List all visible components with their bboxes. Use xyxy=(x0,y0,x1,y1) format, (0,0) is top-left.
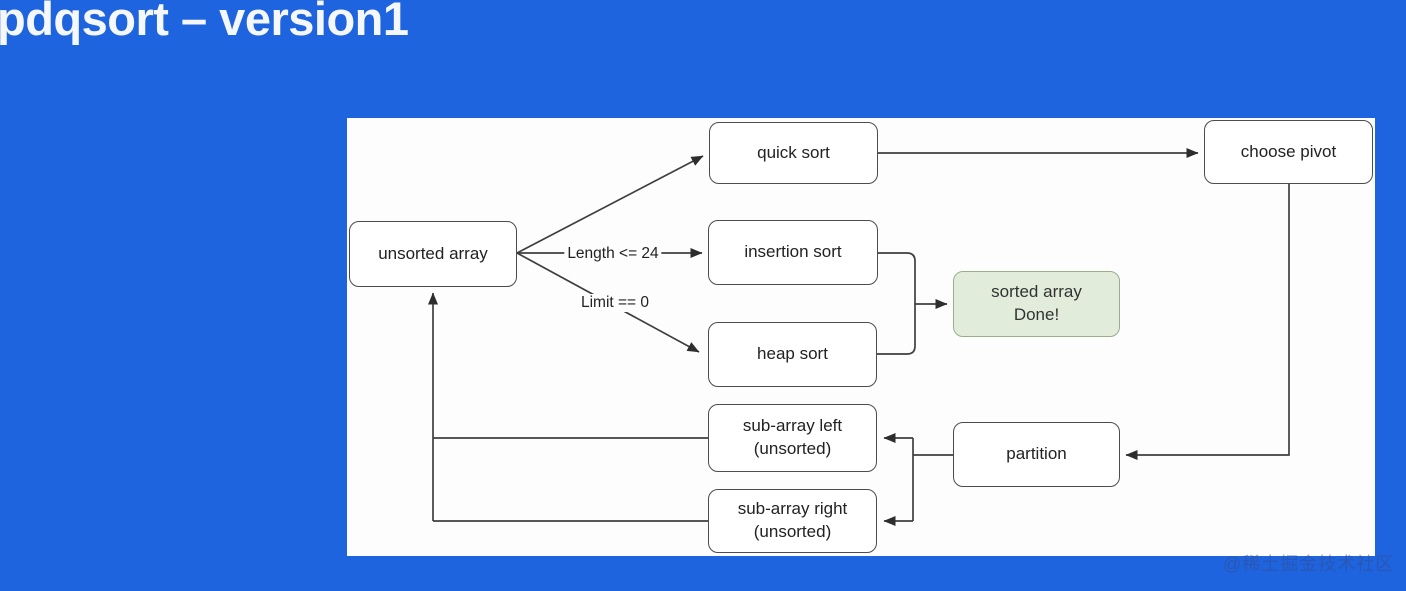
node-quick-sort: quick sort xyxy=(709,122,878,184)
node-sub-array-left: sub-array left (unsorted) xyxy=(708,404,877,472)
node-insertion-sort: insertion sort xyxy=(708,220,878,285)
node-partition: partition xyxy=(953,422,1120,487)
edge-choose-pivot-to-partition xyxy=(1125,184,1290,460)
node-unsorted-array: unsorted array xyxy=(349,221,517,287)
node-label: unsorted array xyxy=(378,243,488,263)
node-heap-sort: heap sort xyxy=(708,322,877,387)
flowchart-edges xyxy=(428,148,1290,526)
node-label: (unsorted) xyxy=(753,522,832,541)
node-choose-pivot: choose pivot xyxy=(1204,120,1373,184)
node-label: Done! xyxy=(1013,305,1060,324)
watermark: @稀土掘金技术社区 xyxy=(1223,554,1395,574)
edge-unsorted-to-quick-sort xyxy=(516,155,704,254)
edge-label: Limit == 0 xyxy=(577,294,653,312)
edge-insertion-heap-joiner xyxy=(877,252,916,355)
node-label: insertion sort xyxy=(744,242,842,262)
page-title: pdqsort – version1 xyxy=(0,0,409,45)
node-label: sub-array right xyxy=(737,499,848,519)
node-label: heap sort xyxy=(757,344,828,364)
node-label: quick sort xyxy=(757,142,830,162)
node-label: (unsorted) xyxy=(753,439,832,458)
node-label: sub-array left xyxy=(742,416,843,436)
node-label: sorted array xyxy=(991,282,1082,302)
node-sub-array-right: sub-array right (unsorted) xyxy=(708,489,877,553)
node-label: choose pivot xyxy=(1240,141,1337,161)
edge-label: Length <= 24 xyxy=(564,245,662,263)
diagram-panel: unsorted array quick sort insertion sort he… xyxy=(347,118,1375,556)
node-label: partition xyxy=(1006,444,1067,464)
